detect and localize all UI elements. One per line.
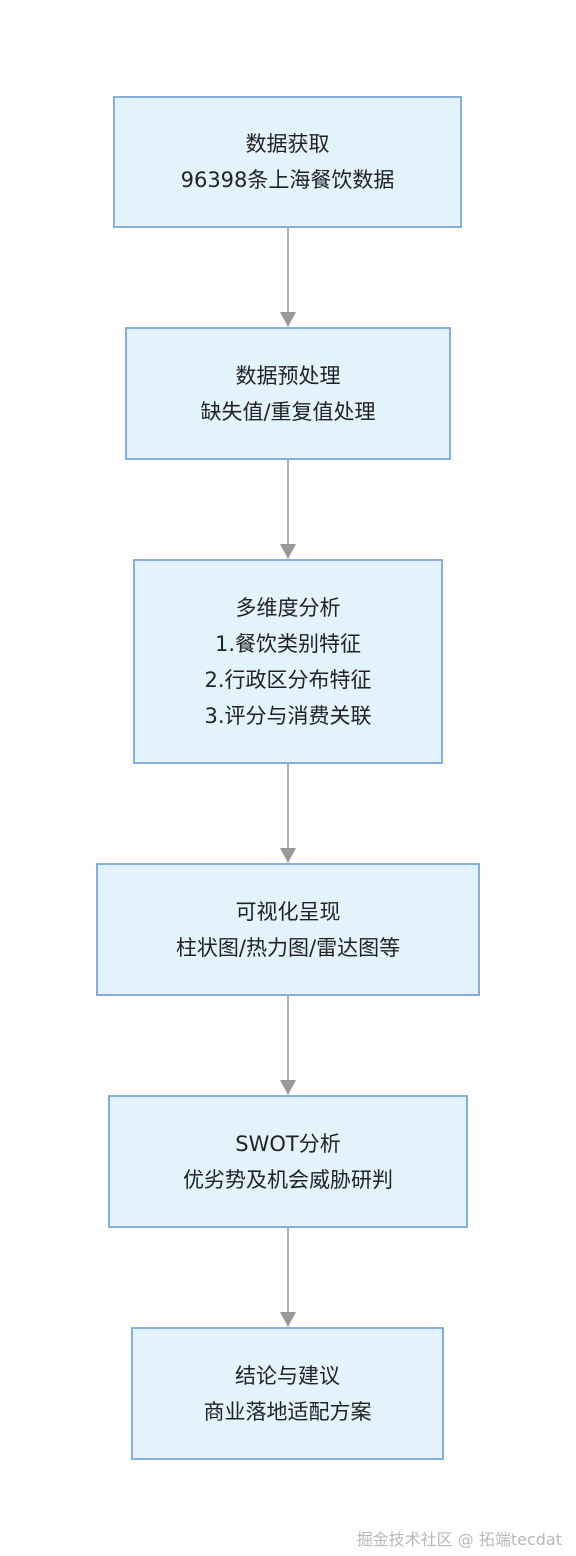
edge-0 bbox=[280, 228, 296, 327]
node-detail: 3.评分与消费关联 bbox=[204, 703, 372, 728]
watermark: 掘金技术社区 @ 拓端tecdat bbox=[356, 1530, 562, 1549]
edge-2 bbox=[280, 764, 296, 863]
node-detail: 商业落地适配方案 bbox=[203, 1399, 372, 1424]
node-title: 结论与建议 bbox=[235, 1363, 340, 1388]
edge-4 bbox=[280, 1228, 296, 1327]
node-title: 数据预处理 bbox=[235, 363, 341, 388]
node-detail: 1.餐饮类别特征 bbox=[214, 631, 362, 656]
node-conclusions: 结论与建议 商业落地适配方案 bbox=[131, 1327, 444, 1460]
node-visualization: 可视化呈现 柱状图/热力图/雷达图等 bbox=[96, 863, 480, 996]
node-detail: 缺失值/重复值处理 bbox=[200, 399, 376, 424]
node-title: SWOT分析 bbox=[235, 1131, 341, 1156]
node-detail: 2.行政区分布特征 bbox=[204, 667, 372, 692]
node-detail: 96398条上海餐饮数据 bbox=[180, 168, 395, 192]
edge-1 bbox=[280, 460, 296, 559]
node-data-acquisition: 数据获取 96398条上海餐饮数据 bbox=[113, 96, 462, 228]
node-swot-analysis: SWOT分析 优劣势及机会威胁研判 bbox=[108, 1095, 468, 1228]
node-title: 多维度分析 bbox=[235, 595, 341, 620]
node-data-preprocessing: 数据预处理 缺失值/重复值处理 bbox=[125, 327, 451, 460]
edge-3 bbox=[280, 996, 296, 1095]
node-multidimensional-analysis: 多维度分析 1.餐饮类别特征 2.行政区分布特征 3.评分与消费关联 bbox=[133, 559, 443, 764]
node-title: 数据获取 bbox=[245, 132, 330, 156]
node-detail: 优劣势及机会威胁研判 bbox=[183, 1167, 393, 1192]
node-detail: 柱状图/热力图/雷达图等 bbox=[175, 935, 401, 960]
node-title: 可视化呈现 bbox=[235, 899, 341, 924]
